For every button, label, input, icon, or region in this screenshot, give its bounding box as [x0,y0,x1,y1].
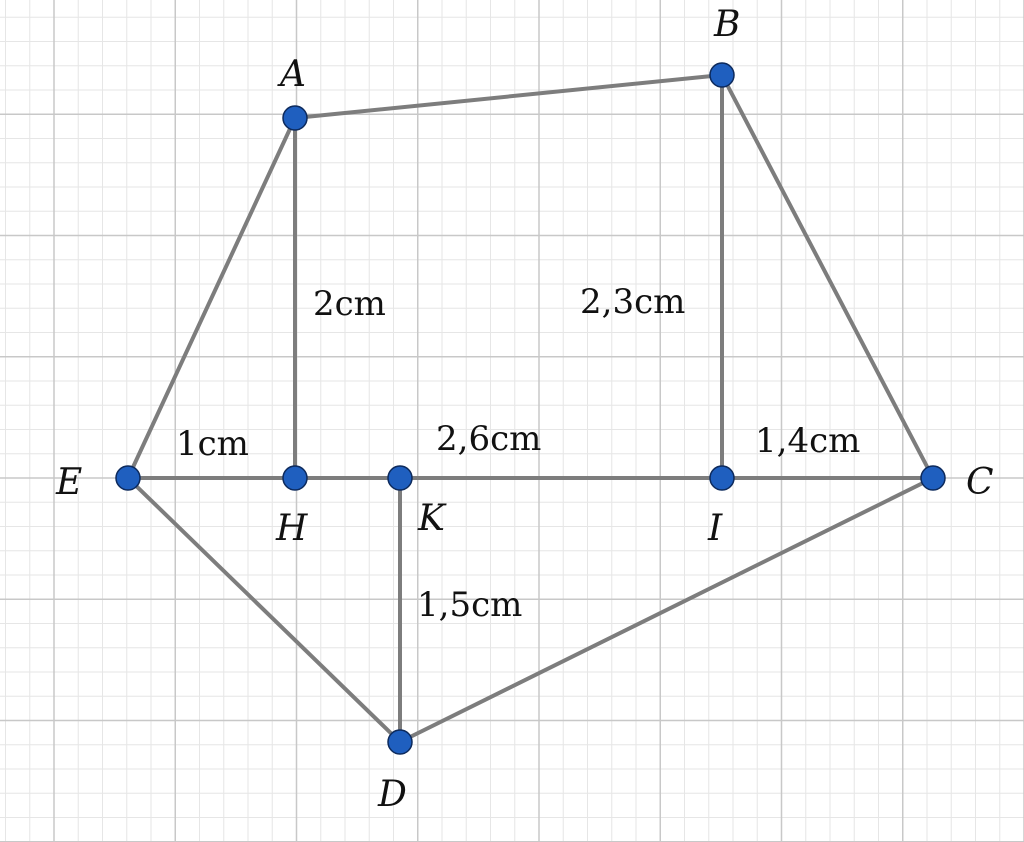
point-E [115,465,141,491]
label-H: H [275,508,308,549]
segment-CD [398,476,935,744]
label-A: A [277,54,306,95]
measure-KI: 2,6cm [436,419,541,459]
segment-DE [126,476,402,744]
measure-BI: 2,3cm [580,282,685,322]
measure-EH: 1cm [176,424,249,464]
measurement-labels: 1cm 2cm 2,6cm 2,3cm 1,4cm 1,5cm [176,282,860,625]
segment-AB [293,73,724,120]
label-E: E [55,462,82,503]
label-I: I [707,508,723,549]
point-C [920,465,946,491]
label-K: K [417,498,447,539]
point-labels: A B C D E H I K [55,4,994,815]
point-H [282,465,308,491]
measure-AH: 2cm [313,284,386,324]
segment-EA [126,116,297,480]
measure-DK: 1,5cm [417,585,522,625]
point-D [387,729,413,755]
label-C: C [966,462,994,503]
points [115,62,946,755]
label-D: D [377,774,407,815]
segment-BC [720,73,935,480]
label-B: B [713,4,740,45]
point-K [387,465,413,491]
point-I [709,465,735,491]
point-B [709,62,735,88]
segments [126,73,935,744]
measure-IC: 1,4cm [755,421,860,461]
point-A [282,105,308,131]
